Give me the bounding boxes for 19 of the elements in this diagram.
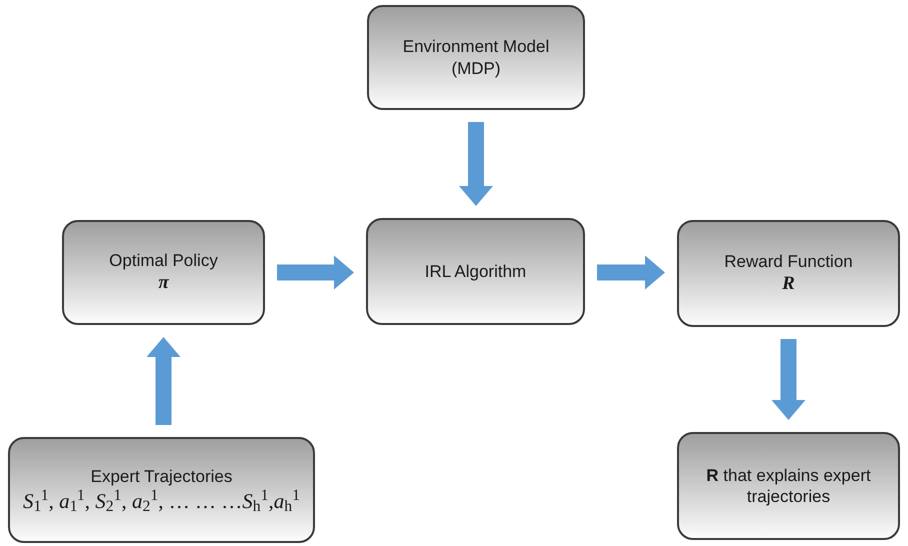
process-box — [366, 218, 585, 325]
box-text: π — [158, 271, 169, 295]
block-arrow — [772, 339, 806, 420]
block-arrow — [459, 122, 493, 206]
box-text: Environment Model (MDP) — [402, 36, 550, 79]
box-text: R — [782, 272, 795, 296]
box-text: Expert Trajectories — [90, 466, 232, 488]
process-box — [677, 432, 900, 540]
process-box — [677, 220, 900, 327]
box-text: R that explains expert trajectories — [705, 464, 872, 508]
block-arrow — [146, 337, 180, 425]
box-text: Reward Function — [724, 251, 853, 272]
process-box — [367, 5, 585, 110]
process-box — [62, 220, 265, 325]
box-text: IRL Algorithm — [424, 260, 526, 282]
box-text: Optimal Policy — [109, 250, 218, 272]
process-box — [8, 437, 315, 543]
block-arrow — [277, 256, 354, 290]
block-arrow — [597, 256, 665, 290]
